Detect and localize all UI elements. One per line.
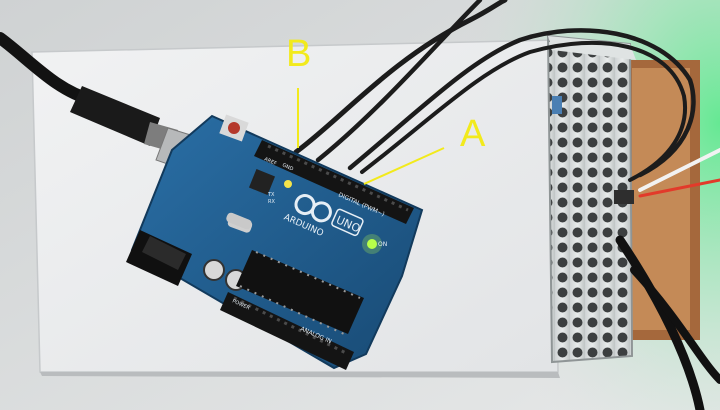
- arduino-board: ARDUINO UNO DIGITAL (PWM~) ANALOG IN POW…: [126, 114, 424, 370]
- callout-a: A: [363, 113, 486, 185]
- aref-label: AREF: [263, 156, 277, 167]
- power-jack: [126, 230, 192, 286]
- usb-chip: [248, 168, 276, 196]
- rx-label: RX: [268, 199, 275, 205]
- callout-b-label: B: [286, 33, 311, 75]
- atmega-chip: [236, 250, 364, 335]
- reset-button: [219, 114, 249, 142]
- crystal: [226, 212, 252, 230]
- callout-b: B: [286, 33, 311, 148]
- led-on: [367, 239, 377, 249]
- analog-header: [220, 292, 354, 370]
- on-label: ON: [378, 241, 387, 248]
- wires: [293, 0, 720, 410]
- metal-power-supply: [546, 34, 700, 364]
- digital-header: [254, 140, 414, 224]
- callout-a-label: A: [460, 113, 486, 155]
- tx-label: TX: [267, 192, 275, 198]
- led-l: [284, 180, 292, 188]
- gnd-label: GND: [281, 162, 294, 172]
